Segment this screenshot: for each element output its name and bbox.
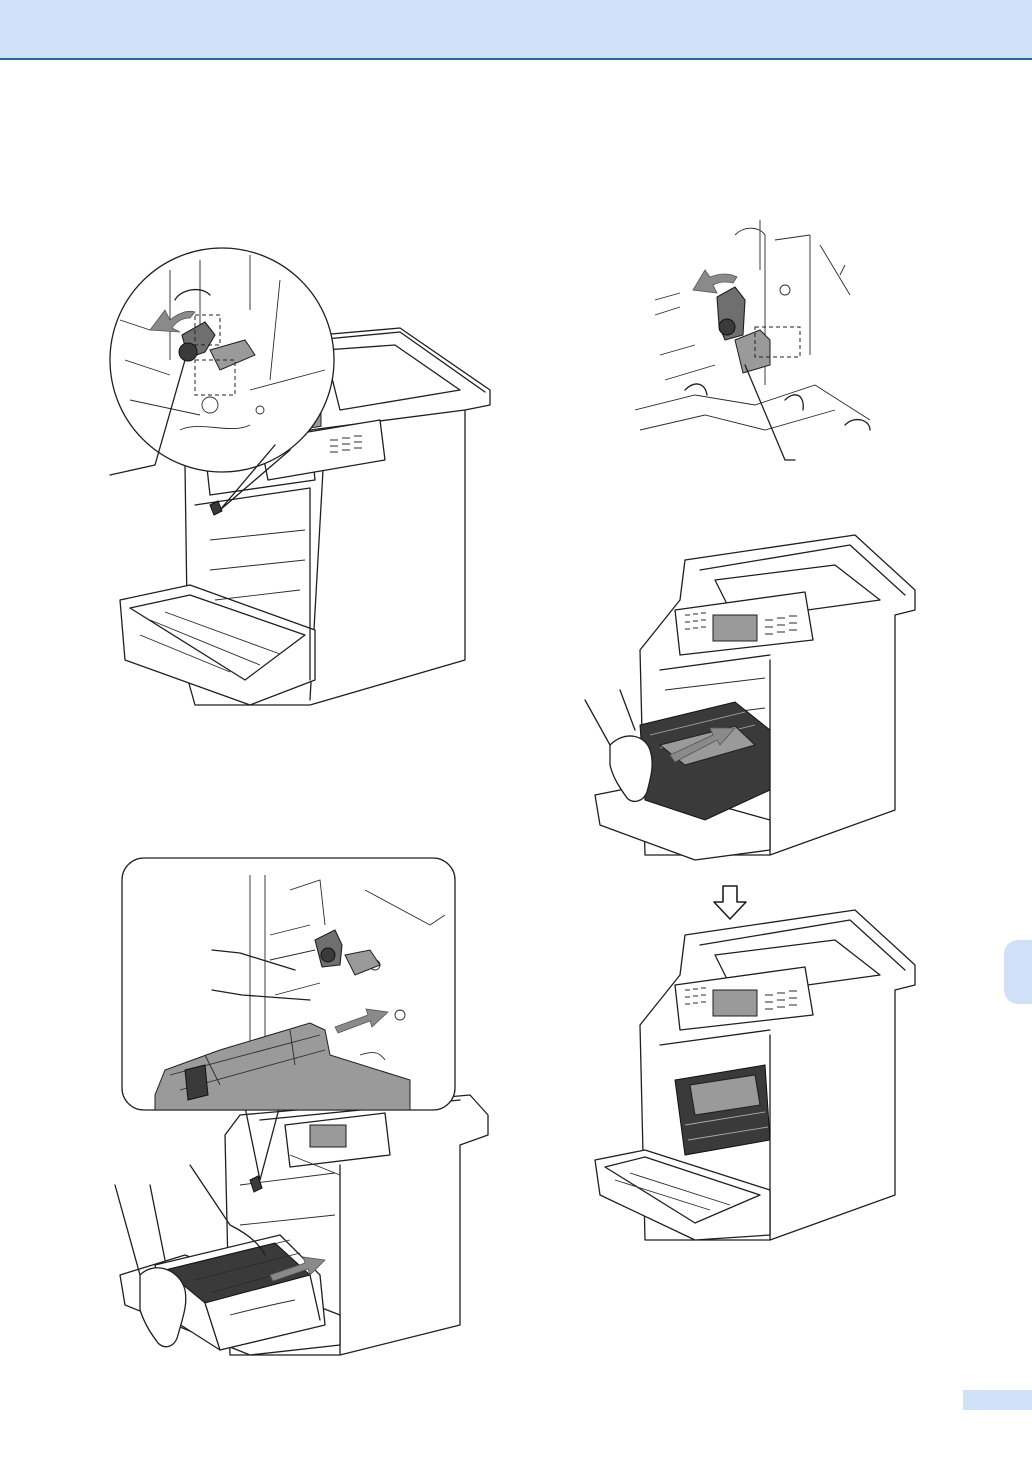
- figure-lock-lever-closeup: [635, 215, 875, 465]
- installed-drum: [675, 1065, 770, 1155]
- closeup-frame-lines: [635, 220, 870, 430]
- figure-insert-drum-unit: [110, 855, 500, 1360]
- callout-line-2: [745, 365, 795, 460]
- figure-drum-installed: [590, 905, 940, 1245]
- figure-lock-lever-with-printer: [110, 240, 500, 710]
- figure-push-drum-unit: [585, 530, 940, 860]
- chapter-side-tab: [1004, 940, 1032, 1004]
- closeup-lever: [717, 287, 800, 373]
- header-band: [0, 0, 1032, 60]
- printer-body-4: [595, 535, 915, 860]
- page-number-tab: [963, 1390, 1032, 1410]
